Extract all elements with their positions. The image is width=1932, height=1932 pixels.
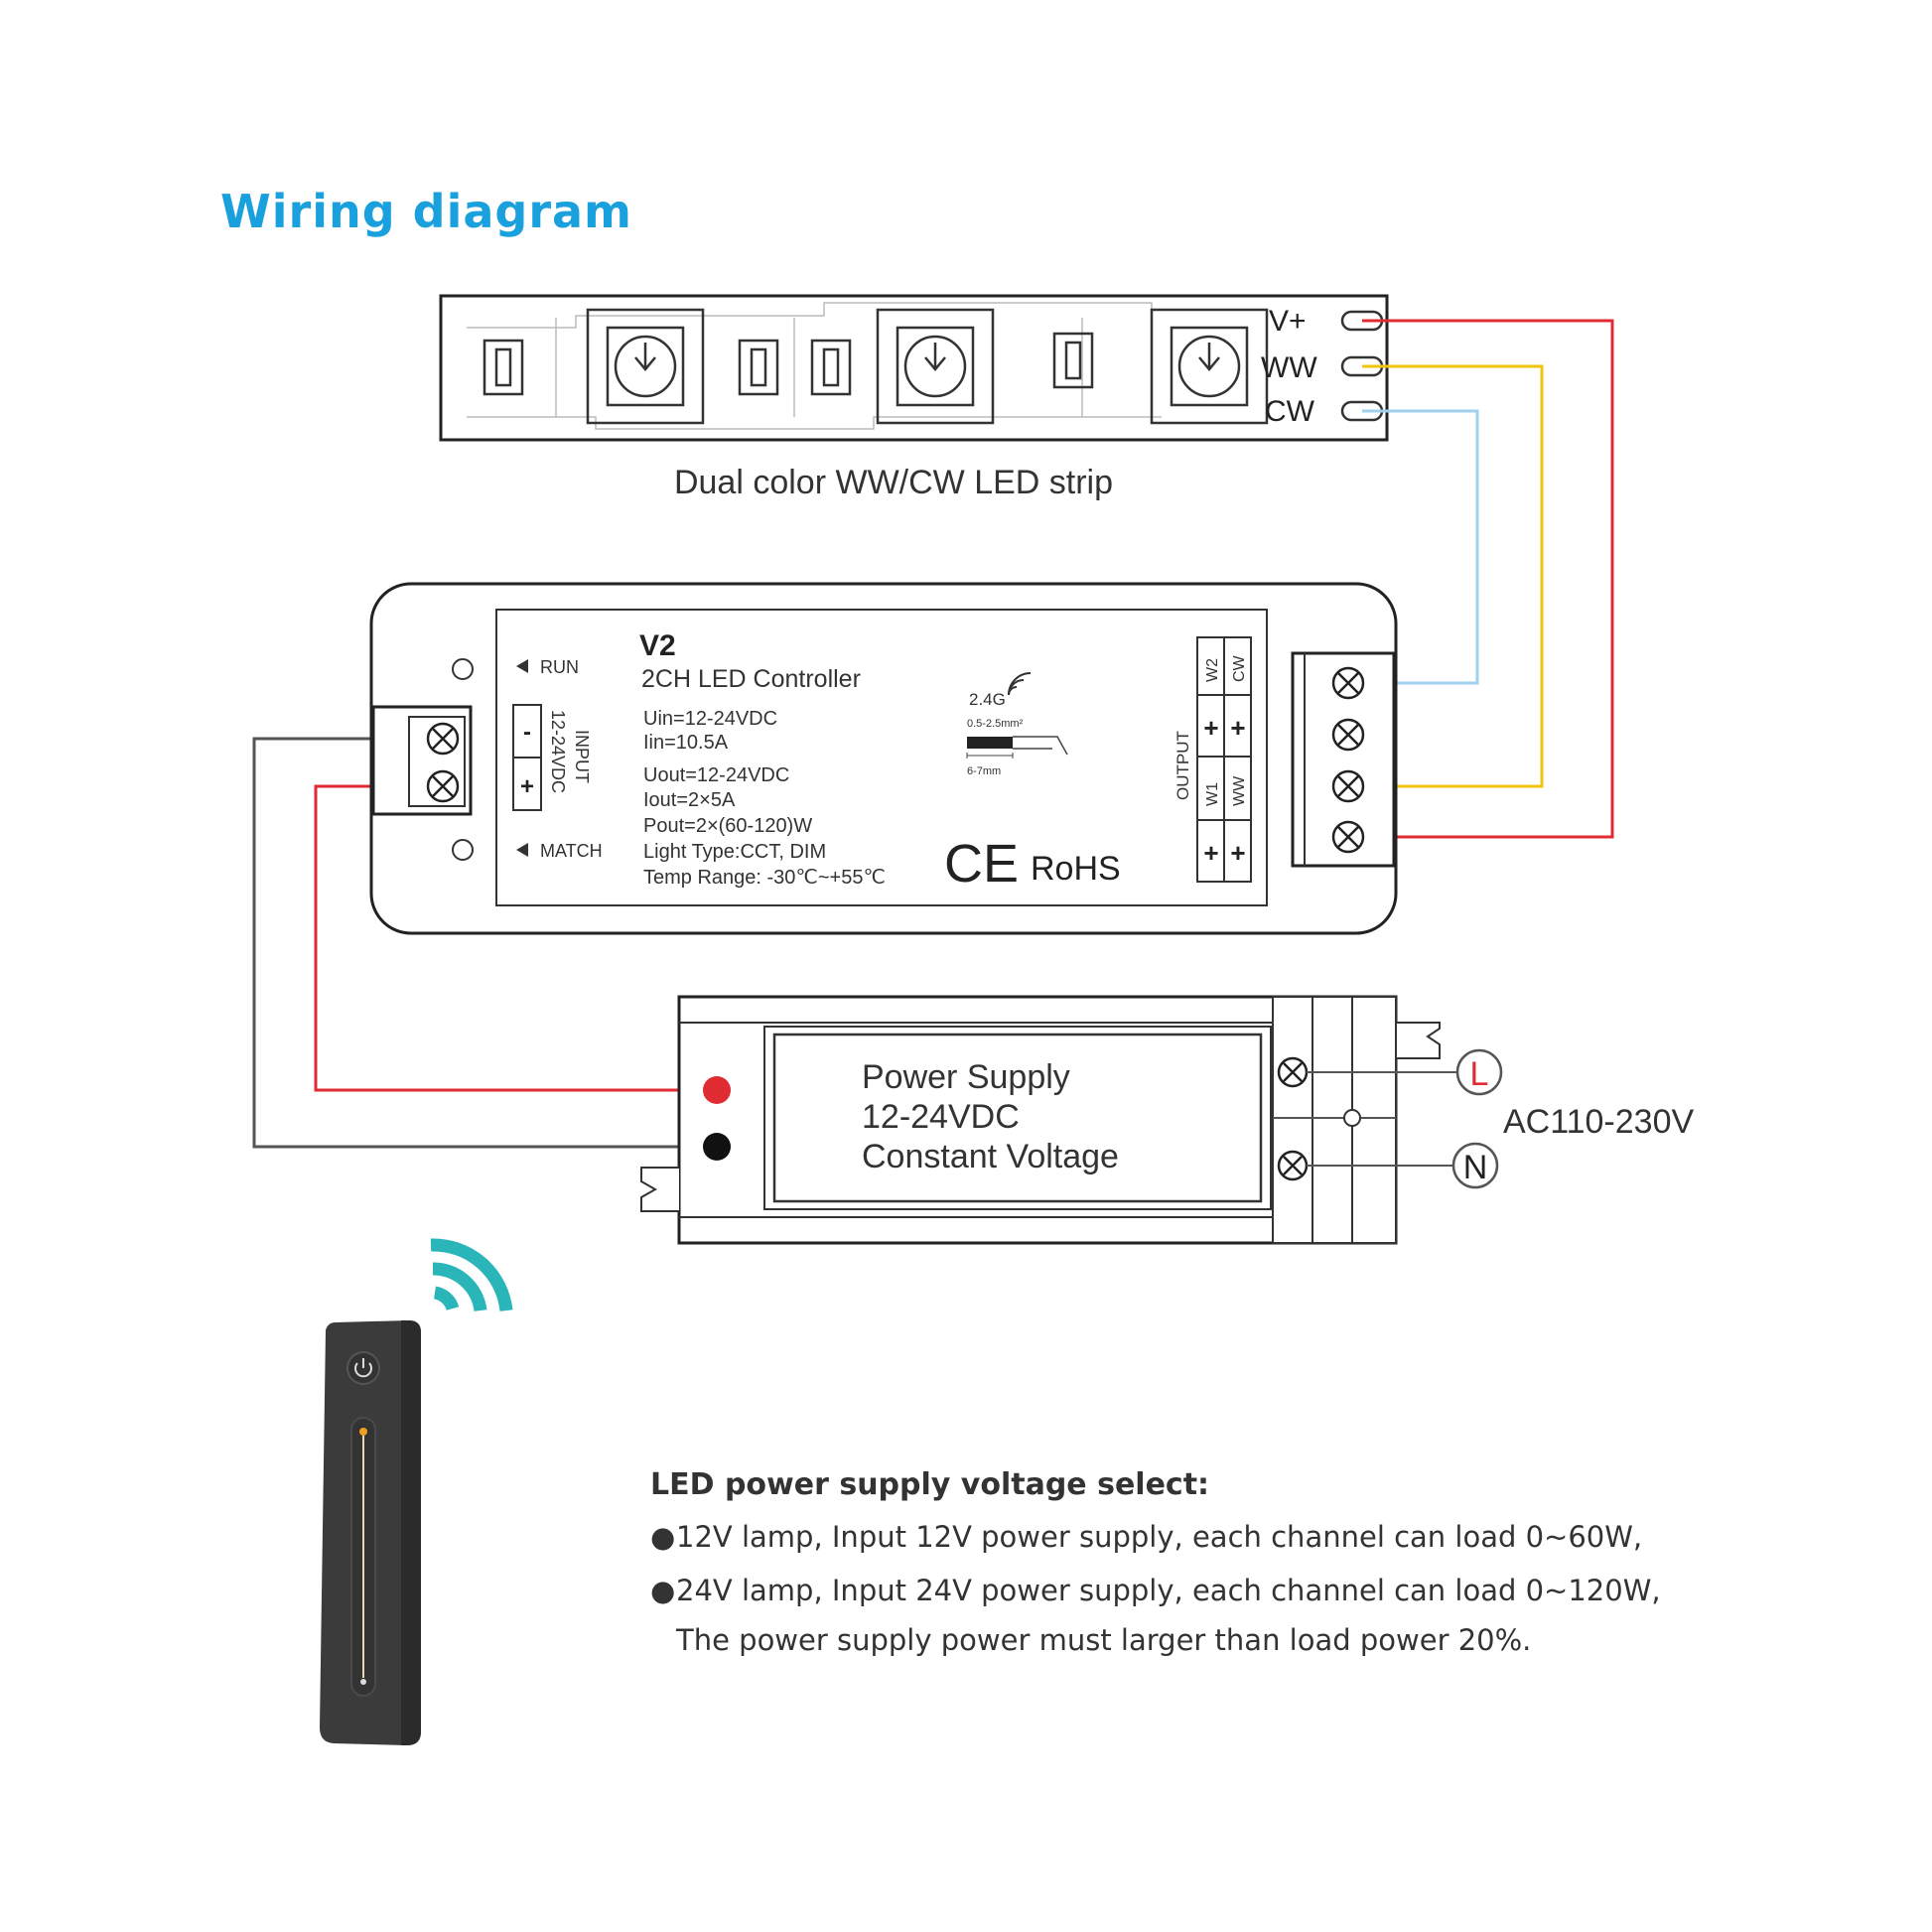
- notes-heading: LED power supply voltage select:: [650, 1467, 1210, 1502]
- match-label: MATCH: [540, 841, 603, 861]
- match-arrow-icon: [516, 843, 528, 857]
- bullet-icon: ●: [650, 1574, 676, 1607]
- screw-terminal-icon: [1331, 666, 1365, 854]
- output-plus-3: +: [1203, 838, 1218, 868]
- wireless-label: 2.4G: [969, 690, 1006, 709]
- screw-terminal-icon: [426, 722, 460, 803]
- wire-cw-blue: [1362, 409, 1479, 685]
- bullet-icon: ●: [650, 1520, 676, 1554]
- remote-control: [320, 1320, 421, 1745]
- output-channel-cw: CW: [1231, 654, 1248, 682]
- wire-ps-black: [252, 737, 717, 1149]
- wire-strip-icon: [966, 736, 1068, 759]
- spec-uin: Uin=12-24VDC: [643, 708, 777, 730]
- output-plus-4: +: [1230, 838, 1245, 868]
- psu-label-line-1: Power Supply: [862, 1058, 1070, 1096]
- output-panel: + + + + W2 CW W1 WW: [1196, 636, 1252, 883]
- spec-pout: Pout=2×(60-120)W: [643, 815, 812, 837]
- controller-model: V2: [639, 629, 676, 662]
- screw-terminal-icon: [1277, 1056, 1309, 1181]
- input-minus: -: [523, 719, 531, 746]
- spec-iout: Iout=2×5A: [643, 789, 736, 811]
- output-label: OUTPUT: [1173, 731, 1192, 800]
- strip-terminal-ww: WW: [1261, 351, 1317, 384]
- neutral-terminal-icon: [1451, 1142, 1499, 1189]
- ac-input-label: AC110-230V: [1503, 1103, 1694, 1141]
- neutral-label: N: [1463, 1149, 1488, 1186]
- controller: RUN MATCH - + INPUT 12-24VDC V2 2CH LED …: [369, 582, 1398, 935]
- input-label: INPUT: [572, 730, 592, 783]
- spec-uout: Uout=12-24VDC: [643, 764, 789, 786]
- power-supply: Power Supply 12-24VDC Constant Voltage L…: [640, 995, 1694, 1245]
- remote-signal-icon: [430, 1238, 513, 1312]
- ce-mark: CE: [944, 834, 1019, 894]
- match-led-icon: [452, 839, 474, 861]
- notes-continuation: The power supply power must larger than …: [676, 1623, 1532, 1657]
- live-terminal-icon: [1455, 1048, 1503, 1096]
- psu-label-line-3: Constant Voltage: [862, 1138, 1119, 1175]
- output-channel-w2: W2: [1204, 658, 1221, 682]
- wire-ww-yellow: [1362, 364, 1544, 788]
- notes-item-12v: ● 12V lamp, Input 12V power supply, each…: [650, 1516, 1842, 1558]
- diagram-title: Wiring diagram: [220, 185, 632, 238]
- output-channel-ww: WW: [1231, 775, 1248, 806]
- notes-item-24v: ● 24V lamp, Input 24V power supply, each…: [650, 1570, 1842, 1611]
- power-icon: [354, 1358, 372, 1378]
- controller-name: 2CH LED Controller: [641, 665, 861, 693]
- input-voltage: 12-24VDC: [548, 710, 568, 793]
- wireless-signal-icon: [1008, 672, 1032, 696]
- spec-iin: Iin=10.5A: [643, 732, 729, 754]
- notes-item-text: 24V lamp, Input 24V power supply, each c…: [676, 1574, 1661, 1607]
- resistor-icon: [483, 332, 1094, 396]
- wire-vplus-red: [1362, 319, 1614, 839]
- dc-negative-terminal-icon: [703, 1133, 731, 1161]
- output-plus-1: +: [1203, 713, 1218, 743]
- led-chip-icon: [586, 308, 1269, 425]
- strip-terminal-vplus: V+: [1269, 305, 1307, 338]
- input-terminal-block: [371, 705, 473, 816]
- strip-caption: Dual color WW/CW LED strip: [674, 464, 1113, 501]
- voltage-notes: LED power supply voltage select: ● 12V l…: [650, 1467, 1842, 1661]
- strip-length-label: 6-7mm: [967, 765, 1001, 777]
- output-channel-w1: W1: [1204, 782, 1221, 806]
- spec-temp-range: Temp Range: -30℃~+55℃: [643, 867, 886, 889]
- input-plus: +: [520, 773, 534, 800]
- slider-knob-icon: [359, 1428, 367, 1436]
- led-strip: V+ WW CW: [439, 294, 1389, 442]
- run-arrow-icon: [516, 659, 528, 673]
- rohs-mark: RoHS: [1031, 850, 1121, 888]
- run-label: RUN: [540, 657, 579, 677]
- live-label: L: [1470, 1055, 1489, 1093]
- output-plus-2: +: [1230, 713, 1245, 743]
- dc-positive-terminal-icon: [703, 1076, 731, 1104]
- notes-item-text: 12V lamp, Input 12V power supply, each c…: [676, 1520, 1643, 1554]
- psu-label-line-2: 12-24VDC: [862, 1098, 1020, 1136]
- output-terminal-block: [1291, 651, 1396, 868]
- spec-light-type: Light Type:CCT, DIM: [643, 841, 826, 863]
- wire-gauge-label: 0.5-2.5mm²: [967, 718, 1024, 730]
- run-led-icon: [452, 658, 474, 680]
- strip-terminal-cw: CW: [1265, 395, 1315, 428]
